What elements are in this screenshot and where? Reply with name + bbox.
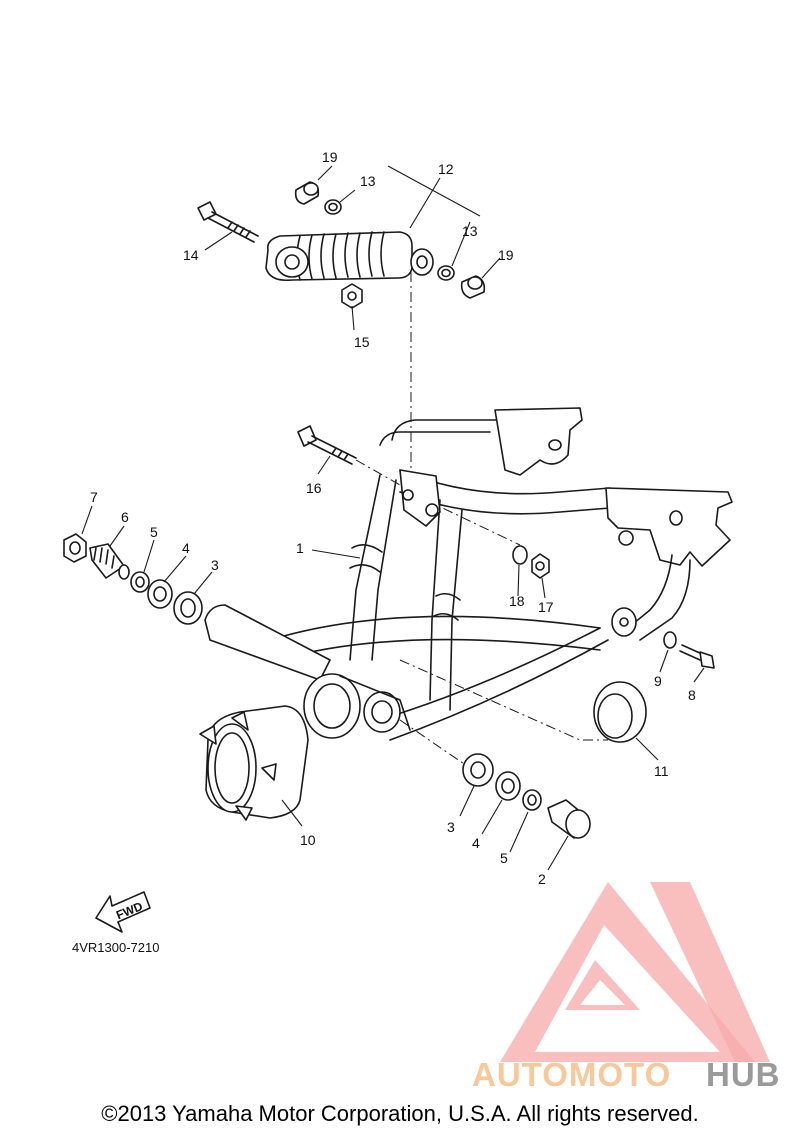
callout-numbers: 19 13 12 13 19 14 15 16 1 7 6 5 4 3 18 1… <box>90 149 696 887</box>
watermark-word-right: HUB <box>706 1056 781 1093</box>
pivot-bearing-right <box>462 753 494 787</box>
callout-14: 14 <box>183 247 199 263</box>
pivot-shaft-right <box>547 799 591 839</box>
callout-5-left: 5 <box>150 524 158 540</box>
callout-1: 1 <box>296 540 304 556</box>
leader-lines <box>81 165 705 871</box>
callout-5-right: 5 <box>500 850 508 866</box>
callout-18: 18 <box>509 593 525 609</box>
shock-washer-upper <box>324 199 342 215</box>
swingarm <box>204 407 733 741</box>
callout-9: 9 <box>654 673 662 689</box>
pivot-collar-right <box>495 771 521 801</box>
pivot-bracket-bolt <box>297 425 357 465</box>
bracket-nut <box>531 553 550 579</box>
callout-8: 8 <box>688 687 696 703</box>
shock-washer-lower <box>437 265 455 281</box>
bracket-washer <box>512 545 528 565</box>
watermark-logo <box>500 882 770 1062</box>
callout-16: 16 <box>306 480 322 496</box>
pivot-shaft-left <box>89 543 130 580</box>
callout-4-right: 4 <box>472 835 480 851</box>
callout-19-upper: 19 <box>322 149 338 165</box>
arm-washer <box>663 631 677 649</box>
callout-15: 15 <box>354 334 370 350</box>
diagram-code: 4VR1300-7210 <box>72 940 159 955</box>
callout-6: 6 <box>121 509 129 525</box>
callout-12: 12 <box>438 161 454 177</box>
shock-mount-bracket <box>399 469 441 527</box>
callout-13-upper: 13 <box>360 173 376 189</box>
shock-collar-lower <box>460 275 486 299</box>
shock-nut <box>341 283 363 309</box>
forward-arrow-icon: FWD <box>95 891 151 933</box>
pivot-nut-left <box>63 533 87 563</box>
watermark-word-left: AUTOMOTO <box>472 1056 671 1093</box>
pivot-collar-left <box>147 579 173 609</box>
pivot-washer-right <box>522 789 542 811</box>
pivot-bearing-left <box>173 591 203 625</box>
rear-shock-absorber <box>265 231 434 282</box>
shock-collar-upper <box>294 181 320 205</box>
arm-bolt <box>679 644 715 669</box>
oil-seal <box>593 681 647 743</box>
pivot-washer-left <box>130 571 150 593</box>
callout-13-lower: 13 <box>462 223 478 239</box>
callout-2: 2 <box>538 871 546 887</box>
callout-11: 11 <box>654 763 669 779</box>
callout-3-left: 3 <box>211 557 219 573</box>
shock-bolt <box>197 201 259 243</box>
callout-19-lower: 19 <box>498 247 514 263</box>
callout-17: 17 <box>538 599 554 615</box>
callout-4-left: 4 <box>182 540 190 556</box>
callout-3-right: 3 <box>447 819 455 835</box>
dust-cover <box>199 705 309 821</box>
copyright-notice: ©2013 Yamaha Motor Corporation, U.S.A. A… <box>101 1101 699 1126</box>
callout-10: 10 <box>300 832 316 848</box>
callout-7: 7 <box>90 489 98 505</box>
